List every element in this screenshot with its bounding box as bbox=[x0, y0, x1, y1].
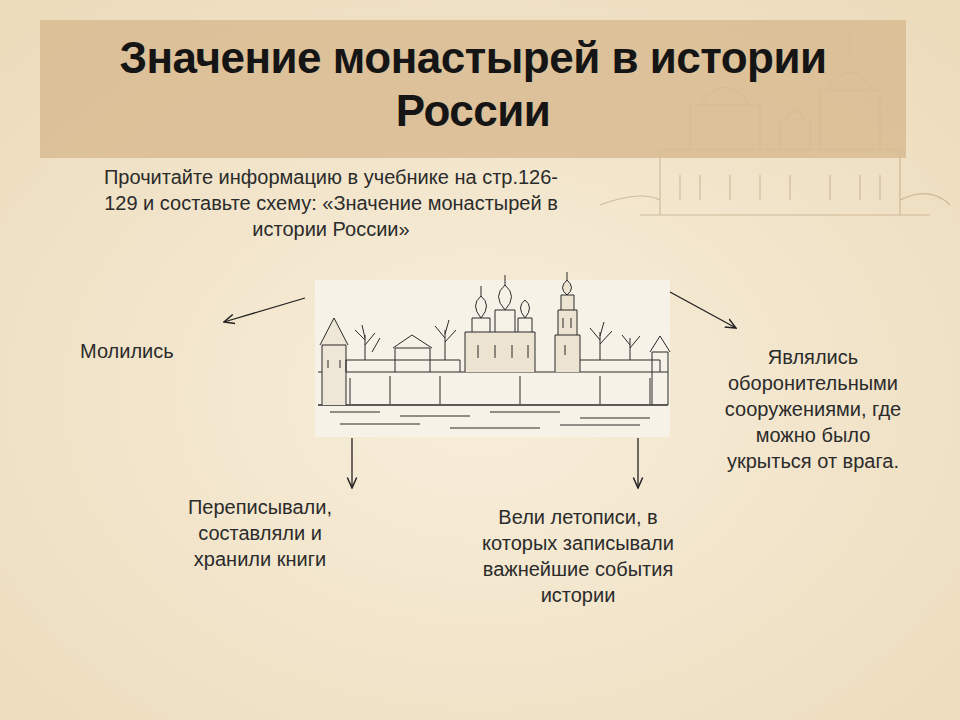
arrow bbox=[670, 292, 736, 328]
arrow bbox=[637, 438, 638, 488]
item-text: Переписывали, составляли и хранили книги bbox=[160, 494, 360, 572]
item-text: Являлись оборонительными сооружениями, г… bbox=[722, 344, 904, 474]
title-band bbox=[40, 20, 906, 158]
item-text: Молились bbox=[80, 338, 220, 364]
monastery-illustration bbox=[315, 272, 670, 437]
arrows bbox=[224, 292, 736, 488]
arrow bbox=[224, 298, 305, 322]
title: Значение монастырей в истории России bbox=[50, 32, 896, 138]
instruction-text: Прочитайте информацию в учебнике на стр.… bbox=[92, 164, 570, 242]
arrow bbox=[351, 438, 352, 488]
item-text: Вели летописи, в которых записывали важн… bbox=[482, 504, 674, 608]
